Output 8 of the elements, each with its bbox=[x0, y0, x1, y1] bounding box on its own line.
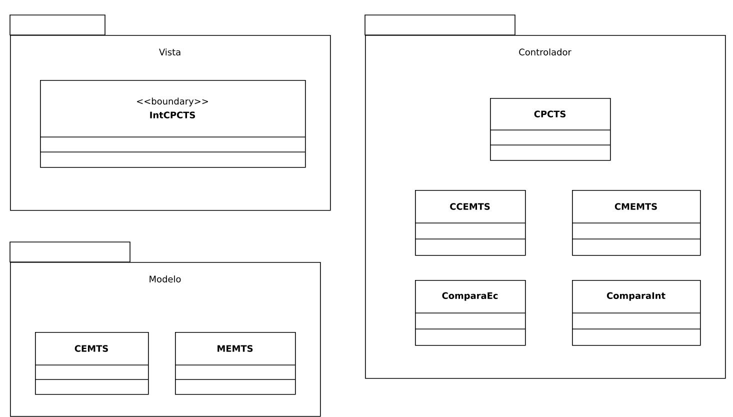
class-box: CMEMTS bbox=[572, 190, 701, 256]
class-box: CPCTS bbox=[490, 98, 611, 161]
class-box: MEMTS bbox=[174, 332, 296, 395]
class-box: CCEMTS bbox=[414, 190, 526, 256]
class-box: ComparaInt bbox=[572, 280, 701, 346]
class-box: ComparaEc bbox=[414, 280, 526, 346]
class-box: <<boundary>> IntCPCTS bbox=[40, 80, 306, 168]
class-box: CEMTS bbox=[34, 332, 149, 395]
